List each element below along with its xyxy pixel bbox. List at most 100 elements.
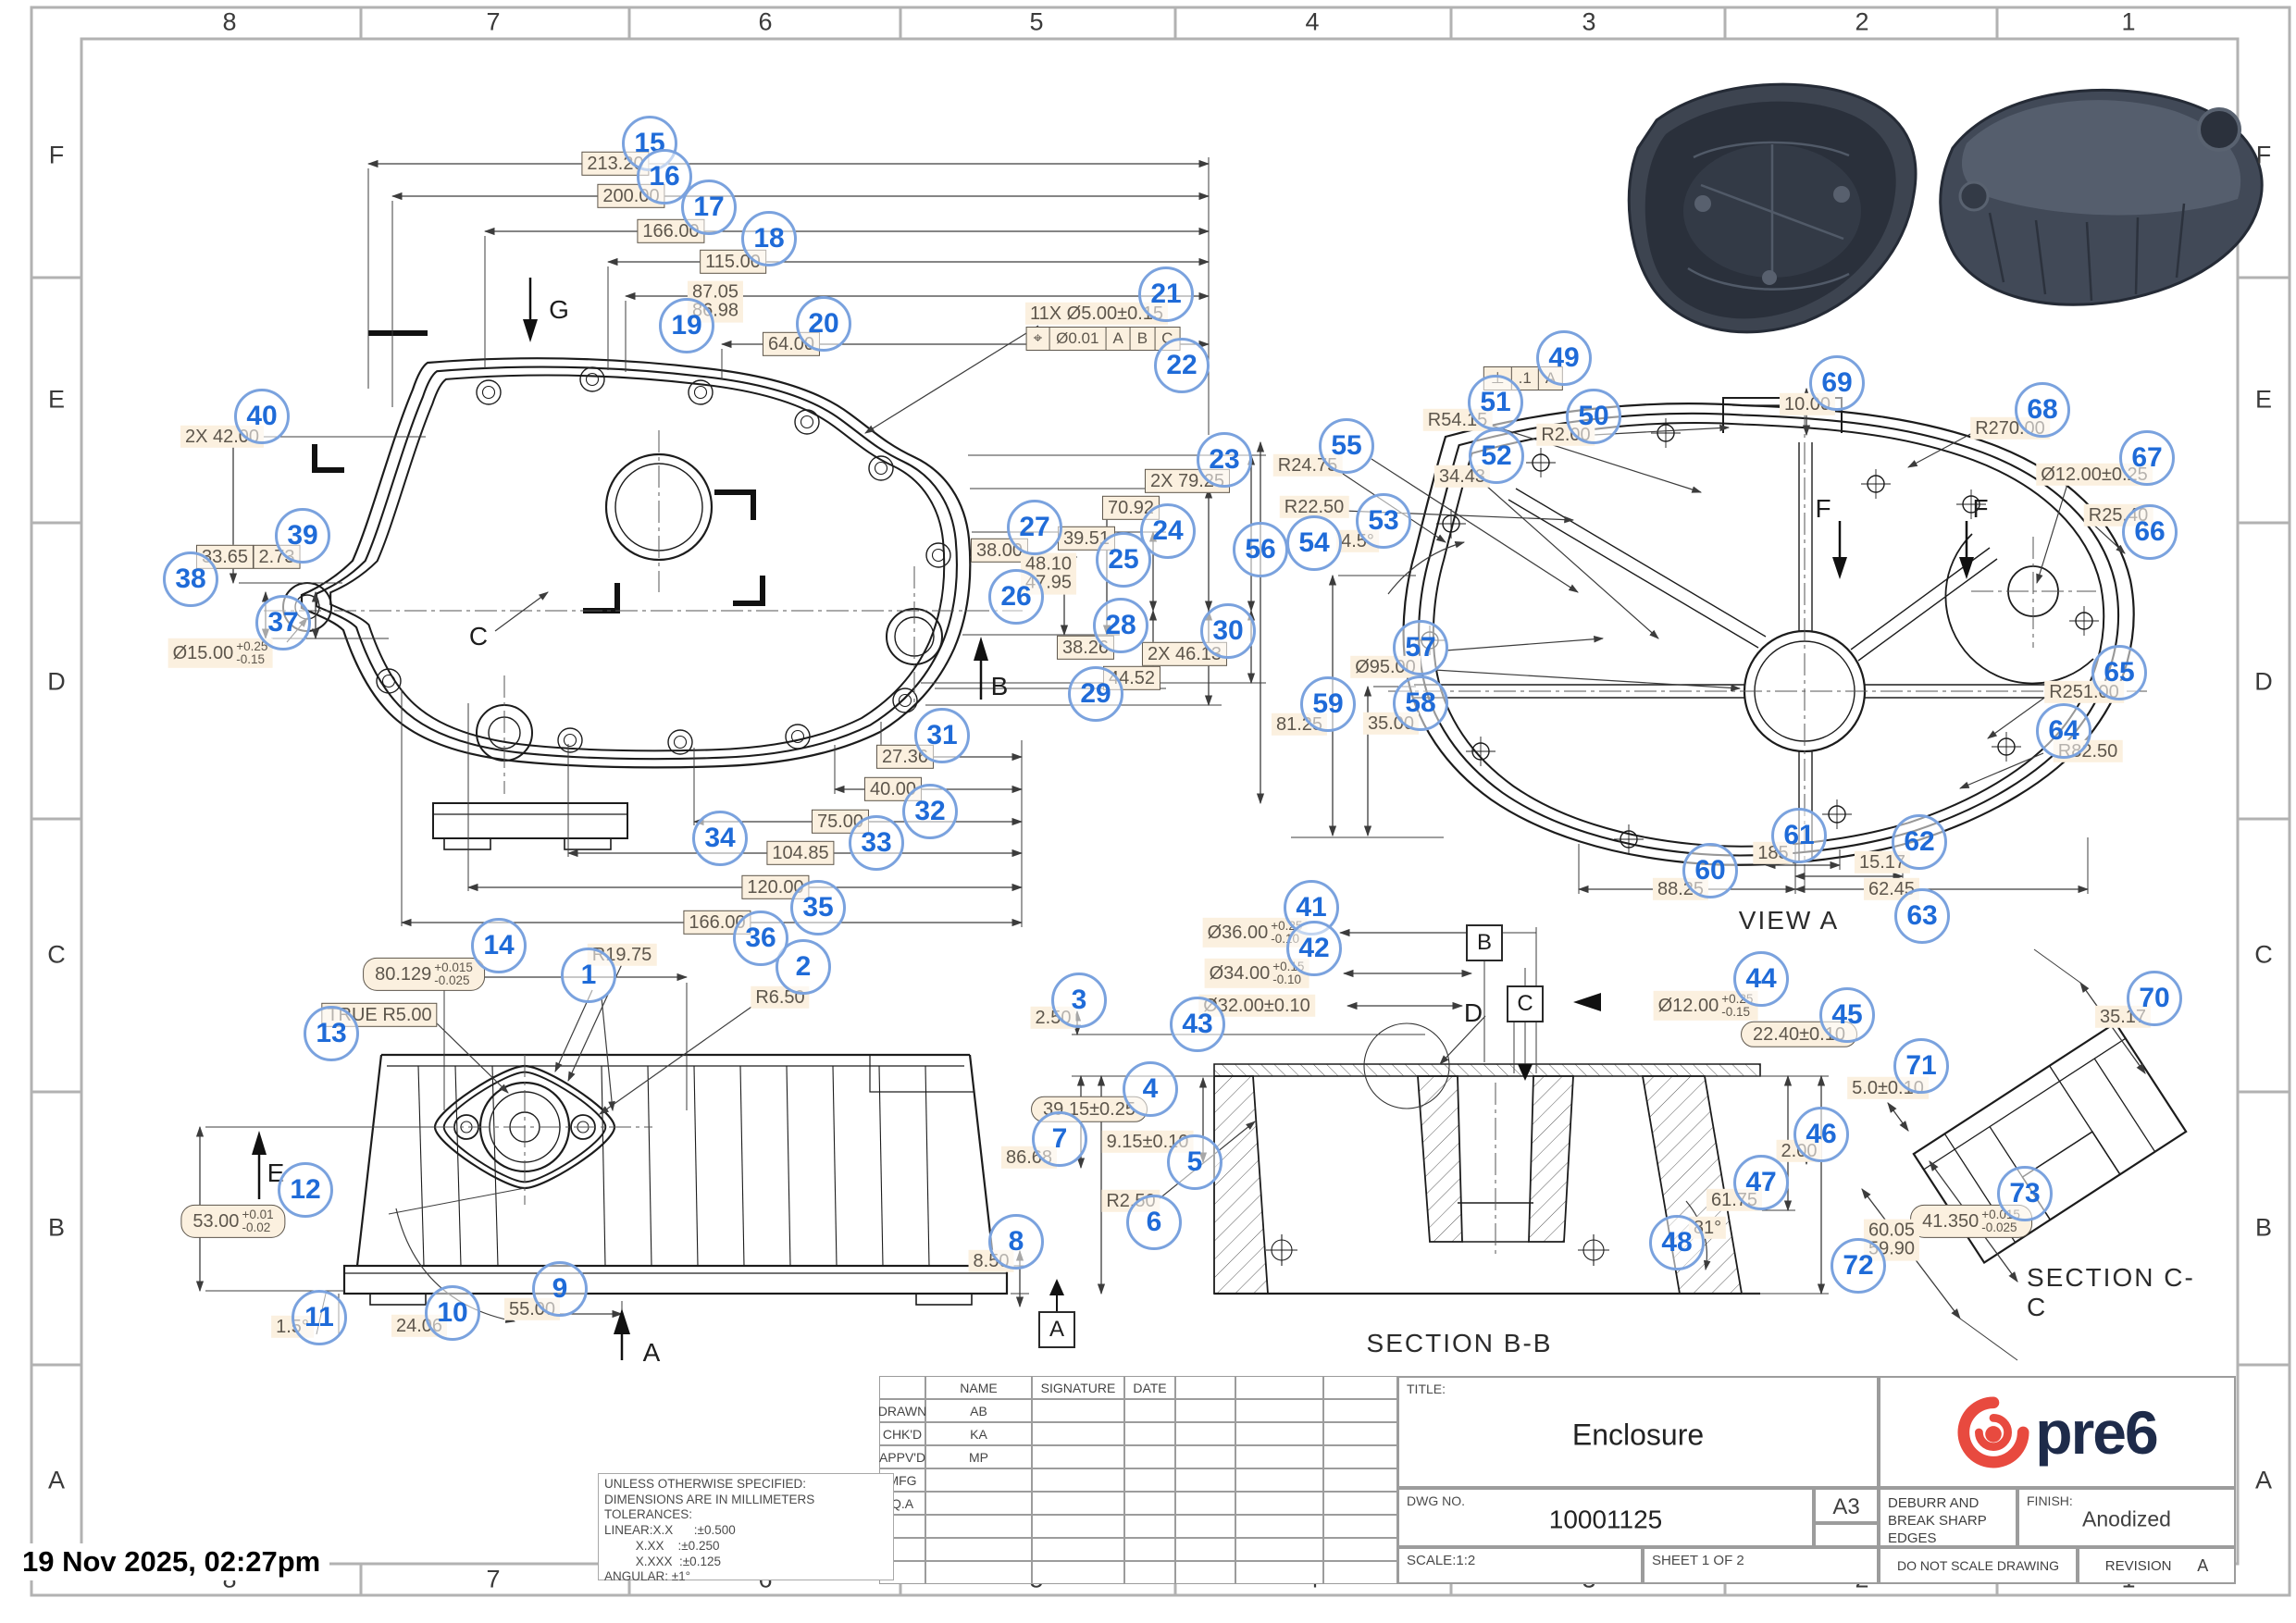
balloon-71: 71 — [1893, 1038, 1949, 1094]
personnel-cell — [1124, 1468, 1175, 1492]
gdt-cell: A — [1106, 328, 1131, 350]
grid-row-E: E — [47, 385, 66, 414]
view-direction-letter-G: G — [549, 295, 569, 324]
balloon-69: 69 — [1809, 355, 1865, 411]
personnel-cell — [1323, 1561, 1397, 1584]
timestamp: 19 Nov 2025, 02:27pm — [13, 1543, 330, 1580]
dimension-text: 11X Ø5.00±0.15 — [1029, 303, 1164, 324]
dimension-text: Ø15.00 — [172, 642, 234, 663]
dimension-tolerance: +0.015-0.025 — [434, 960, 473, 987]
personnel-cell — [1175, 1399, 1235, 1422]
personnel-cell — [925, 1538, 1032, 1561]
logo-box: pre6 — [1879, 1376, 2236, 1488]
personnel-header-cell: DATE — [1124, 1376, 1175, 1399]
view-label: SECTION B-B — [1366, 1329, 1553, 1357]
balloon-59: 59 — [1300, 676, 1356, 732]
balloon-43: 43 — [1170, 997, 1225, 1052]
3d-render-interior — [1627, 82, 1917, 334]
finish-label: FINISH: — [2027, 1493, 2073, 1508]
balloon-36: 36 — [733, 911, 788, 966]
balloon-44: 44 — [1733, 951, 1789, 1007]
dimension-label: Ø15.00+0.25-0.15 — [168, 638, 273, 669]
personnel-cell — [1235, 1422, 1323, 1445]
dimension-text: 48.10 — [1024, 553, 1073, 575]
finish-box: FINISH: Anodized — [2017, 1488, 2236, 1547]
balloon-62: 62 — [1892, 814, 1947, 870]
sheet-size-box: A3 — [1814, 1488, 1879, 1523]
dimension-text: 53.00 — [192, 1210, 240, 1232]
datum-box-C: C — [1507, 985, 1544, 1022]
dimension-tolerance: +0.25-0.15 — [236, 638, 268, 666]
balloon-18: 18 — [741, 211, 797, 266]
dimension-text: 39.51 — [1062, 527, 1111, 549]
dimension-text: 38.26 — [1061, 637, 1110, 658]
balloon-38: 38 — [163, 551, 218, 607]
personnel-cell — [925, 1561, 1032, 1584]
personnel-cell — [1235, 1445, 1323, 1468]
grid-row-F: F — [48, 141, 65, 169]
balloon-4: 4 — [1123, 1061, 1178, 1117]
gdt-cell: ⌖ — [1027, 328, 1050, 350]
grid-col-6: 6 — [758, 7, 773, 36]
balloon-57: 57 — [1393, 620, 1448, 675]
grid-col-2: 2 — [1855, 7, 1869, 36]
scale-box: SCALE:1:2 — [1397, 1547, 1643, 1584]
balloon-32: 32 — [902, 784, 958, 839]
personnel-cell: CHK'D — [879, 1422, 925, 1445]
tolerance-note: UNLESS OTHERWISE SPECIFIED: DIMENSIONS A… — [598, 1473, 894, 1583]
personnel-cell — [1235, 1399, 1323, 1422]
dimension-text: Ø12.00 — [1657, 995, 1719, 1016]
personnel-cell — [1235, 1515, 1323, 1538]
dimension-text: 22.40±0.10 — [1753, 1023, 1845, 1045]
personnel-header-cell — [1235, 1376, 1323, 1399]
balloon-63: 63 — [1894, 888, 1950, 944]
sheet-box: SHEET 1 OF 2 — [1643, 1547, 1879, 1584]
personnel-cell — [1323, 1445, 1397, 1468]
balloon-60: 60 — [1682, 843, 1738, 898]
balloon-1: 1 — [561, 948, 616, 1003]
personnel-cell — [1175, 1445, 1235, 1468]
balloon-37: 37 — [255, 595, 311, 650]
balloon-26: 26 — [988, 569, 1044, 625]
gdt-cell: B — [1131, 328, 1156, 350]
personnel-cell — [1175, 1538, 1235, 1561]
dimension-text: 38.00 — [975, 539, 1024, 561]
sheet-size-spare-box — [1814, 1523, 1879, 1547]
balloon-45: 45 — [1819, 987, 1875, 1043]
balloon-73: 73 — [1997, 1166, 2053, 1221]
balloon-3: 3 — [1051, 973, 1107, 1028]
revision-box: REVISION A — [2078, 1547, 2236, 1584]
balloon-42: 42 — [1286, 921, 1342, 976]
personnel-cell: APPV'D — [879, 1445, 925, 1468]
dimension-label: R22.50 — [1279, 495, 1349, 519]
grid-col-1: 1 — [2121, 7, 2136, 36]
personnel-header-cell — [1175, 1376, 1235, 1399]
personnel-cell — [1124, 1422, 1175, 1445]
balloon-58: 58 — [1393, 675, 1448, 731]
personnel-cell — [1032, 1422, 1124, 1445]
grid-row-B-right: B — [2254, 1213, 2273, 1242]
personnel-cell — [1235, 1468, 1323, 1492]
grid-col-7-bottom: 7 — [486, 1565, 501, 1593]
grid-row-E-right: E — [2254, 385, 2273, 414]
view-label: VIEW A — [1738, 906, 1840, 935]
balloon-40: 40 — [234, 389, 290, 444]
grid-col-4: 4 — [1305, 7, 1320, 36]
balloon-11: 11 — [292, 1290, 347, 1345]
personnel-cell — [925, 1515, 1032, 1538]
personnel-cell — [1175, 1515, 1235, 1538]
dwg-no-label: DWG NO. — [1407, 1493, 1465, 1508]
grid-row-C: C — [47, 940, 66, 969]
balloon-21: 21 — [1138, 266, 1194, 322]
dimension-text: 15.17 — [1858, 851, 1906, 873]
personnel-header-cell — [879, 1376, 925, 1399]
deburr-note: DEBURR AND BREAK SHARP EDGES — [1879, 1488, 2017, 1547]
revision-label: REVISION — [2104, 1557, 2172, 1574]
finish-value: Anodized — [2082, 1506, 2171, 1531]
balloon-12: 12 — [278, 1162, 333, 1218]
dimension-text: 60.05 — [1868, 1220, 1916, 1241]
personnel-cell — [1032, 1515, 1124, 1538]
personnel-cell — [1175, 1468, 1235, 1492]
